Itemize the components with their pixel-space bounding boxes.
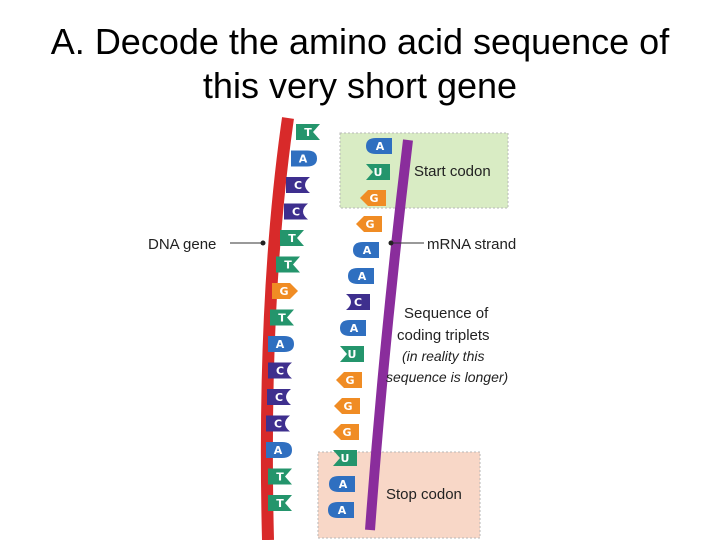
svg-text:T: T bbox=[276, 471, 284, 484]
svg-text:C: C bbox=[294, 179, 302, 192]
mrna-base-9: U bbox=[340, 346, 364, 362]
svg-text:A: A bbox=[376, 140, 385, 153]
coding-label-line-4: sequence is longer) bbox=[386, 369, 508, 385]
dna-gene-dot bbox=[261, 241, 266, 246]
svg-text:C: C bbox=[354, 296, 362, 309]
svg-text:U: U bbox=[374, 166, 383, 179]
mrna-base-7: C bbox=[346, 294, 370, 310]
start-codon-label: Start codon bbox=[414, 163, 491, 180]
dna-base-10: C bbox=[268, 363, 292, 379]
dna-base-3: C bbox=[286, 177, 310, 193]
dna-gene-label: DNA gene bbox=[148, 236, 216, 253]
svg-text:U: U bbox=[341, 452, 350, 465]
dna-base-7: G bbox=[272, 283, 298, 299]
dna-base-8: T bbox=[270, 310, 294, 326]
svg-text:T: T bbox=[276, 497, 284, 510]
svg-text:T: T bbox=[278, 312, 286, 325]
dna-base-6: T bbox=[276, 257, 300, 273]
mrna-base-8: A bbox=[340, 320, 366, 336]
mrna-base-14: A bbox=[329, 476, 355, 492]
svg-text:A: A bbox=[338, 504, 347, 517]
svg-text:G: G bbox=[365, 218, 374, 231]
dna-base-15: T bbox=[268, 495, 292, 511]
svg-text:A: A bbox=[276, 338, 285, 351]
svg-text:T: T bbox=[304, 126, 312, 139]
dna-base-5: T bbox=[280, 230, 304, 246]
svg-text:G: G bbox=[369, 192, 378, 205]
mrna-base-4: G bbox=[356, 216, 382, 232]
dna-base-2: A bbox=[291, 151, 317, 167]
dna-base-4: C bbox=[284, 204, 308, 220]
svg-text:A: A bbox=[274, 444, 283, 457]
mrna-base-11: G bbox=[334, 398, 360, 414]
dna-base-13: A bbox=[266, 442, 292, 458]
svg-text:T: T bbox=[288, 232, 296, 245]
svg-text:C: C bbox=[274, 418, 282, 431]
svg-text:C: C bbox=[275, 391, 283, 404]
mrna-base-10: G bbox=[336, 372, 362, 388]
dna-base-12: C bbox=[266, 416, 290, 432]
mrna-base-5: A bbox=[353, 242, 379, 258]
svg-text:A: A bbox=[358, 270, 367, 283]
svg-text:C: C bbox=[292, 206, 300, 219]
mrna-base-1: A bbox=[366, 138, 392, 154]
mrna-base-15: A bbox=[328, 502, 354, 518]
svg-text:G: G bbox=[345, 374, 354, 387]
mrna-base-6: A bbox=[348, 268, 374, 284]
mrna-base-12: G bbox=[333, 424, 359, 440]
coding-label-line-1: Sequence of bbox=[404, 305, 489, 322]
stop-codon-label: Stop codon bbox=[386, 486, 462, 503]
svg-text:A: A bbox=[299, 153, 308, 166]
svg-text:G: G bbox=[343, 400, 352, 413]
svg-text:A: A bbox=[350, 322, 359, 335]
svg-text:A: A bbox=[363, 244, 372, 257]
dna-base-1: T bbox=[296, 124, 320, 140]
coding-label-line-2: coding triplets bbox=[397, 327, 490, 344]
svg-text:T: T bbox=[284, 259, 292, 272]
coding-label-line-3: (in reality this bbox=[402, 348, 484, 364]
svg-text:G: G bbox=[279, 285, 288, 298]
mrna-strand-label: mRNA strand bbox=[427, 236, 516, 253]
svg-text:A: A bbox=[339, 478, 348, 491]
svg-text:G: G bbox=[342, 426, 351, 439]
dna-base-14: T bbox=[268, 469, 292, 485]
svg-text:C: C bbox=[276, 365, 284, 378]
svg-text:U: U bbox=[348, 348, 357, 361]
dna-base-11: C bbox=[267, 389, 291, 405]
dna-base-9: A bbox=[268, 336, 294, 352]
mrna-dot bbox=[389, 241, 394, 246]
